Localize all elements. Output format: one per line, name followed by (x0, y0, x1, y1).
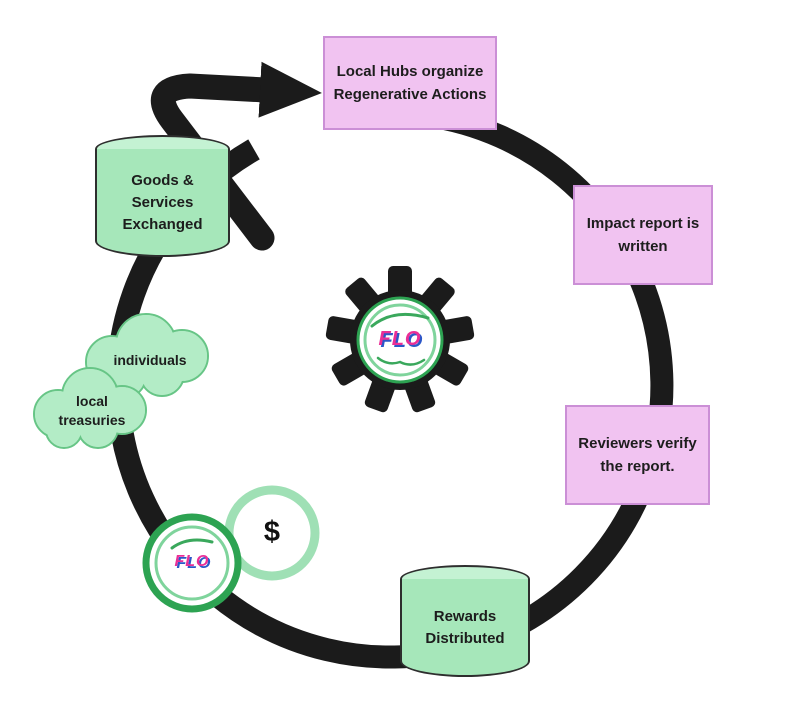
node-reviewers-label: Reviewers verify the report. (578, 434, 697, 475)
node-rewards: Rewards Distributed (400, 565, 530, 677)
flow-arrow-icon (150, 61, 322, 251)
cloud-local-treasuries-label: local treasuries (58, 393, 126, 428)
flo-coin-logo-text: FLO (174, 553, 210, 570)
flo-coin-icon (142, 513, 242, 613)
cloud-individuals-label: individuals (113, 352, 187, 368)
cloud-local-treasuries-icon (33, 367, 147, 449)
grass-decoration-icon (376, 356, 426, 366)
node-goods-services: Goods & Services Exchanged (95, 135, 230, 257)
node-local-hubs-label: Local Hubs organize Regenerative Actions (333, 62, 487, 103)
node-goods-services-label: Goods & Services Exchanged (101, 155, 224, 251)
goods-services-text: Goods & Services Exchanged (122, 172, 203, 233)
node-rewards-label: Rewards Distributed (406, 585, 524, 671)
leaf-decoration-icon (370, 312, 430, 328)
node-local-hubs: Local Hubs organize Regenerative Actions (323, 36, 497, 130)
node-impact-report-label: Impact report is written (586, 214, 700, 255)
dollar-sign-label: $ (263, 516, 281, 548)
rewards-text: Rewards Distributed (425, 608, 505, 647)
cylinder-body (400, 579, 530, 677)
cylinder-body (95, 149, 230, 257)
flo-gear-logo-text: FLO (378, 328, 422, 350)
gear-icon (325, 266, 475, 413)
node-impact-report: Impact report is written (573, 185, 713, 285)
node-reviewers: Reviewers verify the report. (565, 405, 710, 505)
coin-leaf-icon (170, 538, 214, 550)
